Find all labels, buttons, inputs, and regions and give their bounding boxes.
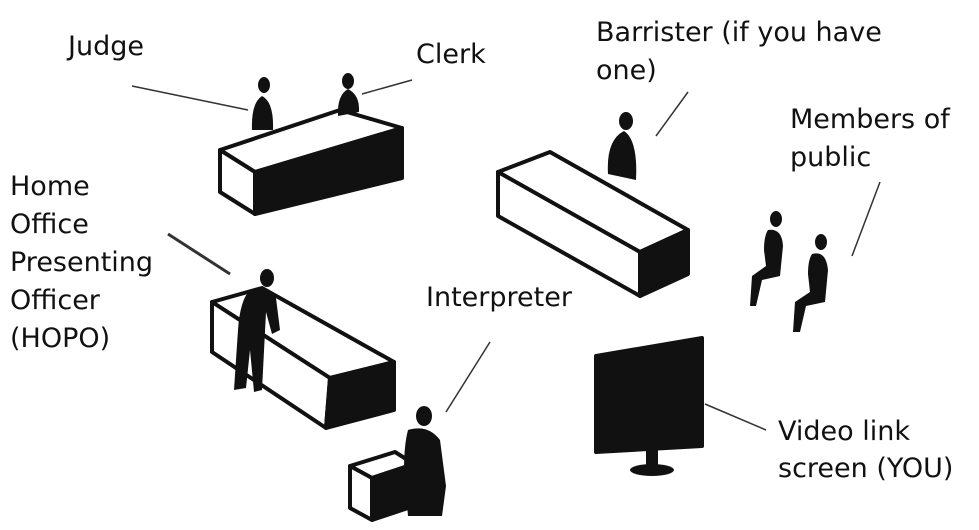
judge-label: Judge bbox=[66, 31, 144, 62]
hopo-label-line1: Home bbox=[10, 171, 90, 202]
barrister-desk bbox=[496, 150, 690, 298]
labels: Judge Clerk Barrister (if you have one) … bbox=[10, 17, 953, 484]
hopo-label-line5: (HOPO) bbox=[10, 323, 110, 354]
interpreter-label: Interpreter bbox=[426, 282, 573, 313]
public-member-2 bbox=[793, 234, 828, 332]
judge-leader bbox=[131, 85, 249, 111]
hopo-figure bbox=[234, 269, 280, 392]
hopo-leader bbox=[167, 232, 231, 276]
barrister-label-line2: one) bbox=[596, 55, 657, 86]
video-label-line1: Video link bbox=[778, 416, 910, 447]
interpreter-figure bbox=[404, 406, 446, 516]
video-screen bbox=[594, 336, 704, 476]
leader-lines bbox=[131, 79, 881, 431]
barrister-label-line1: Barrister (if you have bbox=[596, 17, 882, 48]
members-label-line2: public bbox=[790, 142, 871, 173]
clerk-label: Clerk bbox=[416, 39, 486, 70]
clerk-figure bbox=[337, 73, 360, 116]
interpreter-desk bbox=[348, 450, 416, 522]
barrister-figure bbox=[607, 112, 637, 180]
judge-bench bbox=[218, 108, 404, 216]
video-label-line2: screen (YOU) bbox=[778, 453, 953, 484]
hopo-label-line4: Officer bbox=[10, 285, 101, 316]
members-leader bbox=[851, 181, 881, 257]
hopo-label-line3: Presenting bbox=[10, 247, 153, 278]
barrister-leader bbox=[655, 91, 689, 137]
public-member-1 bbox=[750, 211, 783, 306]
hopo-label-line2: Office bbox=[10, 209, 89, 240]
clerk-leader bbox=[361, 79, 413, 95]
judge-figure bbox=[251, 77, 274, 130]
interpreter-leader bbox=[445, 341, 491, 413]
video-leader bbox=[704, 403, 767, 431]
members-label-line1: Members of bbox=[790, 104, 951, 135]
